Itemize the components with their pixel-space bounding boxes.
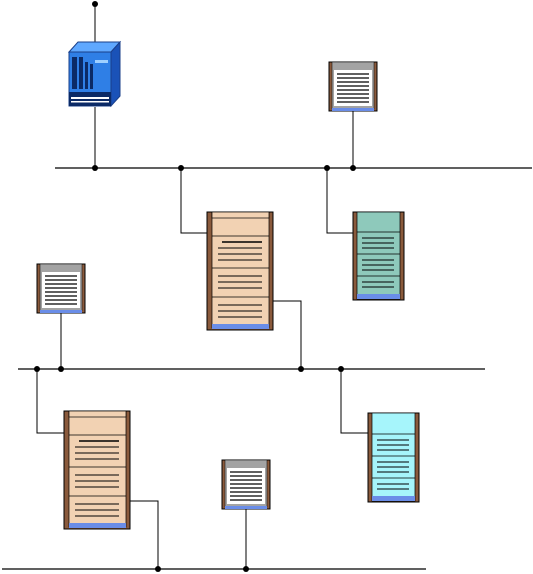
server-main-center-icon [207, 212, 273, 330]
server-main-left-to-lan-middle [37, 369, 66, 433]
server-main-center-to-lan-top [181, 168, 210, 233]
node-server-left-mid [34, 366, 40, 372]
server-teal-to-lan-top [327, 168, 355, 233]
node-server-teal-top [324, 165, 330, 171]
server-teal-icon [353, 212, 404, 300]
node-hub-top-right [350, 165, 356, 171]
hub-bottom-icon [222, 460, 270, 509]
server-cyan-icon [368, 413, 419, 502]
hub-left-icon [37, 264, 85, 313]
uplink-node [92, 1, 98, 7]
server-cyan-to-lan-middle [341, 369, 370, 433]
server-main-left-to-lan-bottom [128, 501, 158, 569]
node-server-center-mid [298, 366, 304, 372]
node-server-cyan-mid [338, 366, 344, 372]
server-main-left-icon [64, 411, 130, 529]
node-server-center-top [178, 165, 184, 171]
server-main-center-to-lan-middle [273, 301, 301, 369]
node-router-top [92, 165, 98, 171]
node-server-left-bottom [155, 566, 161, 572]
node-hub-bottom [243, 566, 249, 572]
node-hub-left [58, 366, 64, 372]
router-icon [69, 42, 120, 106]
hub-top-right-icon [329, 62, 377, 111]
